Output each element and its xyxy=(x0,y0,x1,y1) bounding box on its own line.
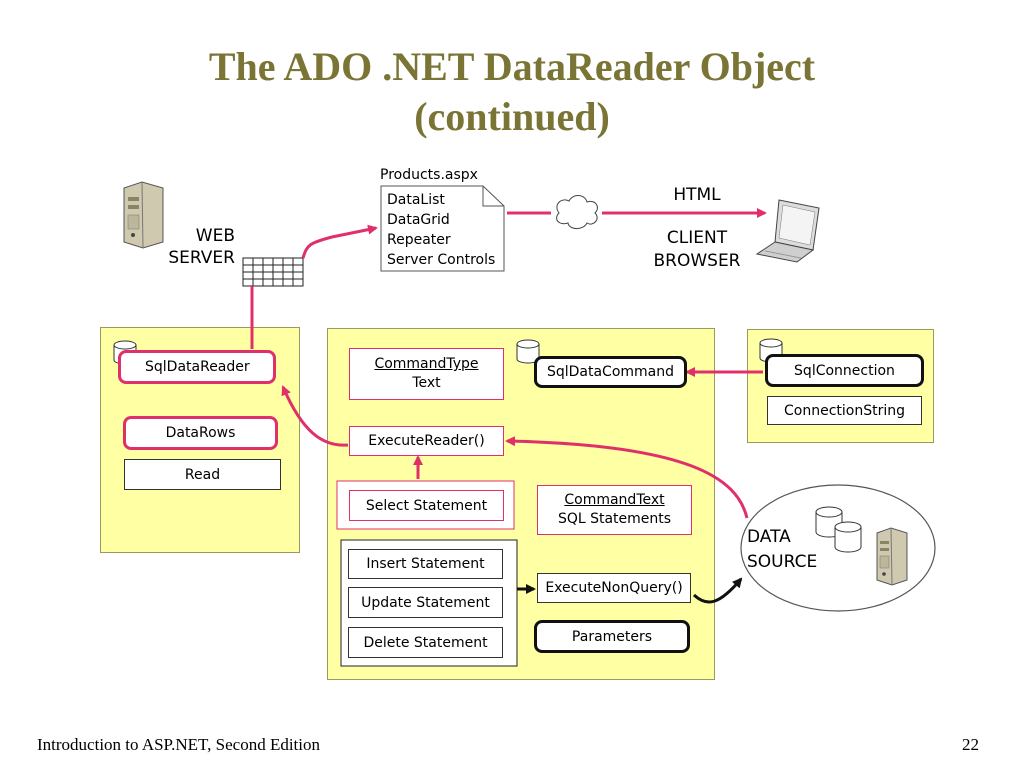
data-source-label: DATA SOURCE xyxy=(747,525,837,575)
data-source-line2: SOURCE xyxy=(747,552,818,572)
commandtext-box: CommandText SQL Statements xyxy=(537,485,692,535)
slide-title: The ADO .NET DataReader Object (continue… xyxy=(0,42,1024,142)
read-box: Read xyxy=(124,459,281,490)
control-datagrid: DataGrid xyxy=(387,212,450,228)
web-server-label-line1: WEB xyxy=(195,226,235,246)
arrow-executenonquery-to-datasource xyxy=(692,577,743,604)
table-grid-icon xyxy=(242,257,304,287)
commandtext-value: SQL Statements xyxy=(557,511,672,527)
sqlconnection-box: SqlConnection xyxy=(765,354,924,387)
executereader-box: ExecuteReader() xyxy=(349,426,504,456)
html-label: HTML xyxy=(673,185,721,205)
executenonquery-box: ExecuteNonQuery() xyxy=(537,573,691,603)
control-repeater: Repeater xyxy=(387,232,451,248)
products-page-document xyxy=(380,185,505,272)
footer-title: Introduction to ASP.NET, Second Edition xyxy=(37,735,321,754)
web-server-label-line2: SERVER xyxy=(168,248,235,268)
control-datalist: DataList xyxy=(387,192,445,208)
diagram-canvas: WEB SERVER Products.aspx DataList DataGr… xyxy=(97,155,957,685)
connectionstring-box: ConnectionString xyxy=(767,396,922,425)
title-line-2: (continued) xyxy=(414,94,610,139)
parameters-box: Parameters xyxy=(534,620,690,653)
page-number: 22 xyxy=(962,735,979,754)
database-icon-command xyxy=(516,339,540,364)
commandtype-value: Text xyxy=(412,375,441,391)
client-browser-line2: BROWSER xyxy=(653,251,741,271)
web-server-label: WEB SERVER xyxy=(153,225,235,269)
commandtext-title: CommandText xyxy=(564,492,665,508)
client-browser-line1: CLIENT xyxy=(666,228,728,248)
web-server-icon xyxy=(123,181,164,249)
arrow-executereader-to-reader xyxy=(281,385,349,447)
title-line-1: The ADO .NET DataReader Object xyxy=(208,44,816,89)
arrow-grid-to-products xyxy=(301,224,378,259)
internet-cloud-icon xyxy=(556,195,598,230)
data-source-server-icon xyxy=(876,527,908,586)
laptop-icon xyxy=(755,199,820,263)
products-filename: Products.aspx xyxy=(380,167,478,183)
commandtype-title: CommandType xyxy=(374,356,479,372)
insert-statement-box: Insert Statement xyxy=(348,549,503,579)
commandtype-box: CommandType Text xyxy=(349,348,504,400)
datarows-box: DataRows xyxy=(123,416,278,450)
select-statement-box: Select Statement xyxy=(349,490,504,521)
data-source-db-icon xyxy=(815,506,862,553)
delete-statement-box: Delete Statement xyxy=(348,627,503,658)
products-controls-list: DataList DataGrid Repeater Server Contro… xyxy=(387,190,495,270)
client-browser-label: CLIENT BROWSER xyxy=(637,227,757,273)
control-server-controls: Server Controls xyxy=(387,252,496,268)
arrow-datasource-to-executereader xyxy=(505,436,749,519)
data-source-line1: DATA xyxy=(747,527,791,547)
update-statement-box: Update Statement xyxy=(348,587,503,618)
sqldatareader-box: SqlDataReader xyxy=(118,350,276,384)
sqldatacommand-box: SqlDataCommand xyxy=(534,356,687,388)
